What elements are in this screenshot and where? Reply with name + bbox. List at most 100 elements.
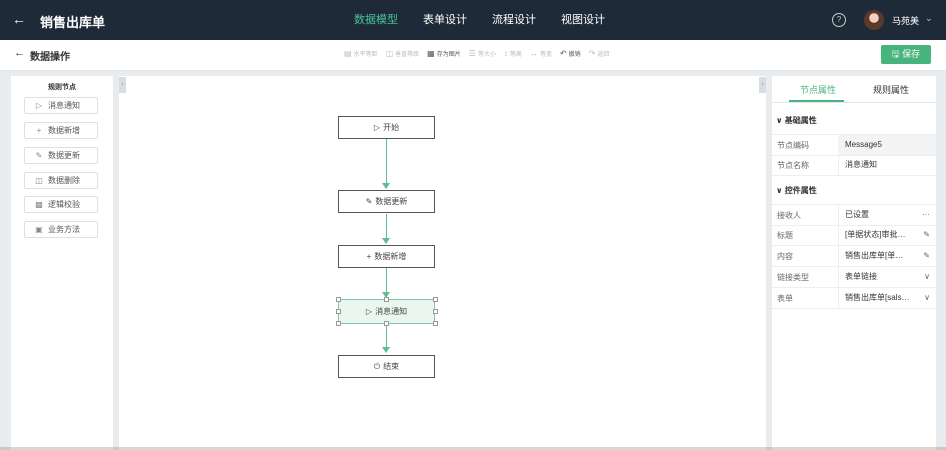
tab-data-model[interactable]: 数据模型 [354,14,398,26]
resize-handle[interactable] [336,297,341,302]
collapse-right-icon[interactable]: › [759,77,766,93]
chevron-down-icon: ∨ [776,186,783,195]
help-icon[interactable]: ? [832,13,846,27]
palette-item-data-delete[interactable]: ◫数据删除 [24,172,98,189]
designer-tabs: 数据模型 表单设计 流程设计 视图设计 [354,0,630,40]
title-field[interactable]: [单据状态]审批… [845,230,906,239]
plus-icon: + [36,126,42,135]
property-label: 节点编码 [777,141,809,150]
property-row: 链接类型 表单链接 ∨ [772,267,936,288]
megaphone-icon: ▷ [35,101,43,110]
section-control-properties[interactable]: ∨ 控件属性 [776,186,817,195]
property-label: 表单 [777,294,793,303]
content-field[interactable]: 销售出库单[单… [845,251,904,260]
window-bottom-edge [0,447,946,450]
resize-handle[interactable] [336,309,341,314]
align-vertical-icon: ◫ [385,49,394,58]
property-row: 标题 [单据状态]审批… ✎ [772,225,936,246]
section-basic-properties[interactable]: ∨ 基础属性 [776,116,817,125]
chevron-down-icon[interactable]: ∨ [924,293,930,302]
pencil-icon: ✎ [365,197,373,206]
form-select[interactable]: 销售出库单[sals… [845,293,910,302]
undo-icon: ↶ [559,49,567,58]
palette-title: 规则节点 [48,84,76,91]
check-doc-icon: ▩ [35,200,43,209]
username[interactable]: 马苑美 [892,16,920,26]
chevron-down-icon[interactable]: ∨ [924,272,930,281]
megaphone-icon: ▷ [365,307,373,316]
back-arrow-icon[interactable]: ← [12,11,26,27]
resize-handle[interactable] [433,297,438,302]
tab-rule-properties[interactable]: 规则属性 [873,85,910,95]
tab-view-design[interactable]: 视图设计 [561,14,605,26]
property-row: 节点编码 Message5 [772,134,936,156]
tool-save-image[interactable]: ▦存为图片 [427,49,461,58]
arrow-head-icon [382,292,390,298]
flow-node-data-update[interactable]: ✎数据更新 [338,190,435,213]
tab-node-properties[interactable]: 节点属性 [800,85,837,95]
flow-node-end[interactable]: ⏻结束 [338,355,435,378]
palette-item-data-add[interactable]: +数据新增 [24,122,98,139]
palette-item-business-method[interactable]: ▣业务方法 [24,221,98,238]
tool-same-size[interactable]: ☰等大小 [468,49,496,58]
tool-redo[interactable]: ↷返回 [588,49,610,58]
palette-item-logic-check[interactable]: ▩逻辑校验 [24,196,98,213]
properties-tabs: 节点属性 规则属性 [772,76,936,103]
same-height-icon: ↕ [503,49,508,58]
flow-connector [386,268,387,293]
chevron-down-icon[interactable]: ⌄ [925,13,933,23]
active-tab-indicator [789,100,844,102]
property-label: 标题 [777,231,793,240]
tool-same-width[interactable]: ↔等宽 [529,49,552,58]
same-width-icon: ↔ [529,49,538,58]
edit-icon[interactable]: ✎ [923,230,930,239]
tool-horizontal-distribute[interactable]: ▤水平等距 [344,49,378,58]
rule-node-palette: 规则节点 ▷消息通知 +数据新增 ✎数据更新 ◫数据删除 ▩逻辑校验 ▣业务方法 [11,76,113,450]
more-icon[interactable]: ··· [922,210,930,219]
resize-handle[interactable] [384,297,389,302]
tab-form-design[interactable]: 表单设计 [423,14,467,26]
node-name-field[interactable]: 消息通知 [845,160,877,169]
property-label: 链接类型 [777,273,809,282]
flow-canvas[interactable] [119,76,766,450]
plus-icon: + [366,252,372,261]
tab-flow-design[interactable]: 流程设计 [492,14,536,26]
save-button[interactable]: 🖫 保存 [881,45,931,64]
arrow-head-icon [382,238,390,244]
property-label: 接收人 [777,211,801,220]
flow-node-start[interactable]: ▷开始 [338,116,435,139]
palette-item-data-update[interactable]: ✎数据更新 [24,147,98,164]
avatar[interactable] [864,10,884,30]
tool-undo[interactable]: ↶撤销 [559,49,581,58]
tool-same-height[interactable]: ↕等高 [503,49,522,58]
resize-handle[interactable] [384,321,389,326]
arrow-head-icon [382,347,390,353]
palette-item-message[interactable]: ▷消息通知 [24,97,98,114]
collapse-left-icon[interactable]: ‹ [119,77,126,93]
page-title: 数据操作 [30,52,70,63]
power-icon: ⏻ [373,361,381,371]
resize-handle[interactable] [433,309,438,314]
chevron-down-icon: ∨ [776,116,783,125]
flow-connector [386,214,387,239]
arrow-head-icon [382,183,390,189]
canvas-toolbar: ▤水平等距 ◫垂直等距 ▦存为图片 ☰等大小 ↕等高 ↔等宽 ↶撤销 ↷返回 [344,49,609,58]
property-label: 节点名称 [777,161,809,170]
flow-connector [386,139,387,184]
image-icon: ▦ [427,49,435,58]
property-row: 节点名称 消息通知 [772,155,936,176]
properties-panel: 节点属性 规则属性 ∨ 基础属性 节点编码 Message5 节点名称 消息通知… [772,76,936,450]
method-icon: ▣ [35,225,43,234]
property-row: 内容 销售出库单[单… ✎ [772,246,936,267]
resize-handle[interactable] [433,321,438,326]
flow-connector [386,324,387,348]
edit-icon[interactable]: ✎ [923,251,930,260]
link-type-select[interactable]: 表单链接 [845,272,877,281]
resize-handle[interactable] [336,321,341,326]
receiver-field[interactable]: 已设置 [845,210,869,219]
back-arrow-icon[interactable]: ← [14,47,25,59]
flow-node-data-add[interactable]: +数据新增 [338,245,435,268]
app-title: 销售出库单 [40,15,106,30]
play-icon: ▷ [373,123,381,132]
tool-vertical-distribute[interactable]: ◫垂直等距 [385,49,420,58]
